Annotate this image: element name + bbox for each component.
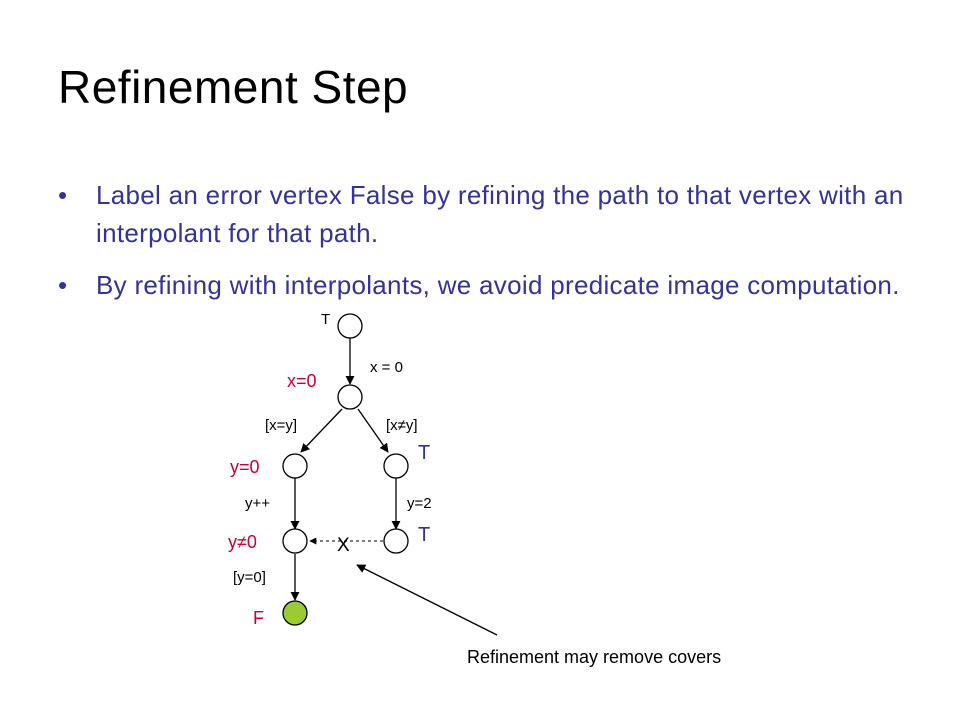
callout-arrow xyxy=(356,564,498,636)
bullet-text: Label an error vertex False by refining … xyxy=(96,180,904,248)
vertex-n1 xyxy=(337,384,363,410)
vertex-label-x0: x=0 xyxy=(287,371,317,391)
bullet-list: • Label an error vertex False by refinin… xyxy=(58,176,918,318)
cover-removed-mark: X xyxy=(337,535,350,556)
edge-label-y0-guard: [y=0] xyxy=(233,569,266,586)
bullet-item: • Label an error vertex False by refinin… xyxy=(58,176,918,252)
vertex-n2 xyxy=(282,453,308,479)
vertex-n4 xyxy=(282,528,308,554)
vertex-root xyxy=(337,313,363,339)
edge-label-x0: x = 0 xyxy=(370,359,403,376)
vertex-n5 xyxy=(383,528,409,554)
vertex-label-yneq0: y≠0 xyxy=(228,532,257,552)
edge-label-y2: y=2 xyxy=(407,495,432,512)
vertex-label-true-n5: T xyxy=(418,524,430,546)
bullet-item: • By refining with interpolants, we avoi… xyxy=(58,266,918,304)
vertex-error xyxy=(282,600,308,626)
bullet-dot: • xyxy=(58,180,68,210)
edge-n1-to-n3 xyxy=(357,408,389,453)
edge-label-xneqy: [x≠y] xyxy=(386,417,418,434)
vertex-label-true-n3: T xyxy=(418,442,430,464)
edge-label-xeqy: [x=y] xyxy=(265,417,297,434)
bullet-text: By refining with interpolants, we avoid … xyxy=(96,270,900,300)
vertex-label-y0: y=0 xyxy=(230,457,260,477)
vertex-n3 xyxy=(383,453,409,479)
error-vertex-label: F xyxy=(253,608,264,628)
callout-text: Refinement may remove covers xyxy=(467,647,721,667)
bullet-dot: • xyxy=(58,270,68,300)
slide-title: Refinement Step xyxy=(58,61,409,113)
edge-label-ypp: y++ xyxy=(245,495,270,512)
edge-n1-to-n2 xyxy=(300,408,343,453)
root-label: T xyxy=(321,311,330,328)
